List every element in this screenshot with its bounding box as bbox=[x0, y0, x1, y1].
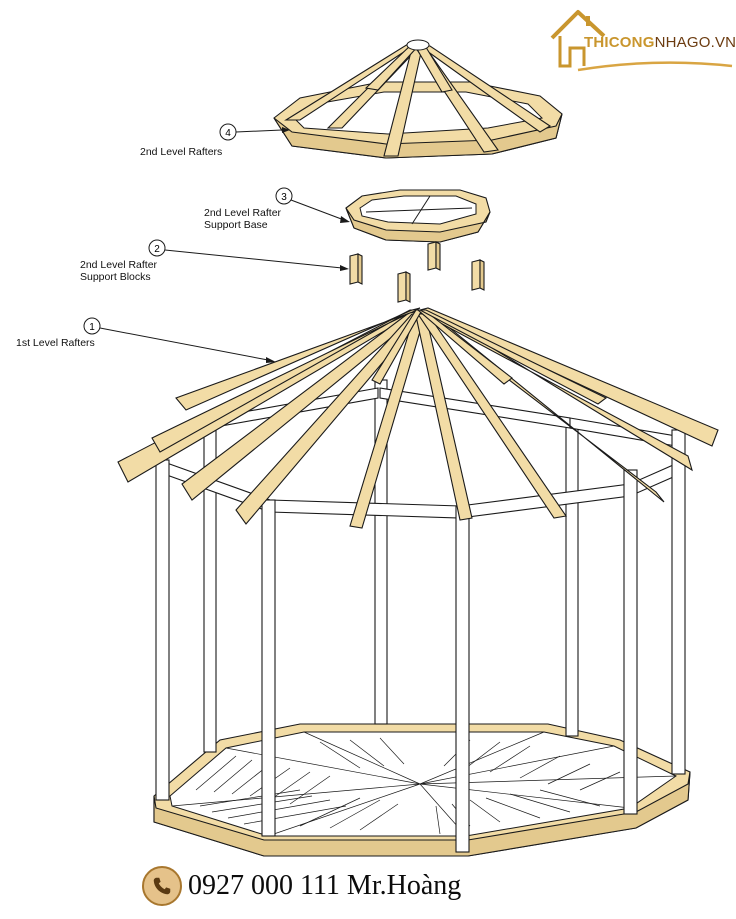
callout-leaders: 4 3 2 1 bbox=[83, 123, 350, 363]
second-level-rafter-support-blocks bbox=[349, 241, 485, 303]
house-logo-icon bbox=[550, 10, 733, 72]
phone-icon bbox=[142, 866, 182, 906]
label-line: Support Blocks bbox=[80, 271, 151, 283]
gazebo-floor bbox=[153, 723, 691, 857]
brand-name: THICONGNHAGO.VN bbox=[584, 34, 736, 51]
brand-name-part1: THICONG bbox=[584, 34, 655, 51]
callout-label-2: 2nd Level Rafter Support Blocks bbox=[80, 259, 157, 283]
label-line: 2nd Level Rafter bbox=[80, 259, 158, 271]
brand-logo: THICONGNHAGO.VN bbox=[548, 4, 736, 80]
callout-label-4: 2nd Level Rafters bbox=[140, 146, 222, 158]
callout-number-4: 4 bbox=[225, 128, 231, 139]
first-level-rafters bbox=[117, 307, 719, 529]
brand-name-part2: NHAGO.VN bbox=[654, 34, 736, 51]
callout-label-3: 2nd Level Rafter Support Base bbox=[204, 207, 281, 231]
callout-number-1: 1 bbox=[89, 322, 95, 333]
second-level-rafters-roof bbox=[273, 39, 563, 159]
label-line: 1st Level Rafters bbox=[16, 337, 95, 349]
contact-footer: 0927 000 111 Mr.Hoàng bbox=[142, 864, 461, 908]
callout-number-3: 3 bbox=[281, 192, 287, 203]
callout-number-2: 2 bbox=[154, 244, 160, 255]
label-line: Support Base bbox=[204, 219, 268, 231]
label-line: 2nd Level Rafter bbox=[204, 207, 282, 219]
label-line: 2nd Level Rafters bbox=[140, 146, 223, 158]
second-level-rafter-support-base bbox=[345, 189, 491, 243]
callout-label-1: 1st Level Rafters bbox=[16, 337, 95, 349]
front-posts bbox=[155, 429, 686, 853]
phone-number[interactable]: 0927 000 111 Mr.Hoàng bbox=[188, 870, 462, 901]
